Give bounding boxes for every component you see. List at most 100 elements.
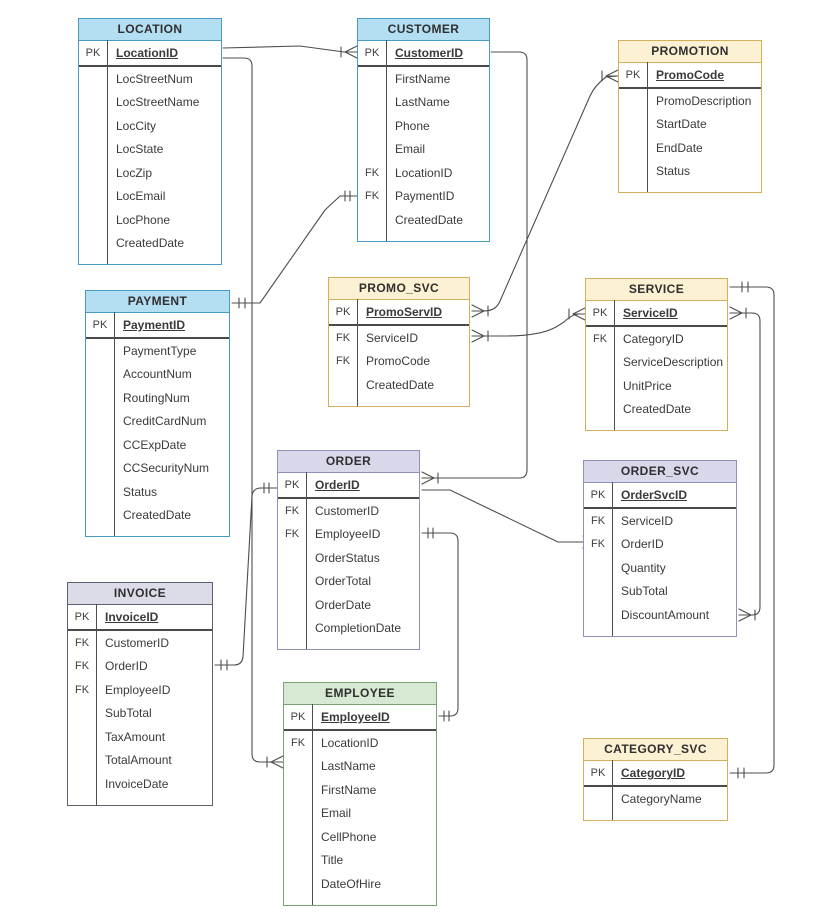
key-label: PK [85,47,101,59]
attribute-row: PK PromoCode [619,63,761,89]
attribute-row: OrderStatus [278,546,419,570]
attribute-name: CreatedDate [395,212,464,227]
key-label: PK [290,711,306,723]
attribute-name: CellPhone [321,829,377,844]
attribute-name: RoutingNum [123,390,190,405]
attribute-row: LocEmail [79,185,221,209]
attribute-name: ServiceID [623,306,678,320]
attribute-name: PromoCode [366,354,431,369]
attribute-name: LastName [395,95,450,110]
attribute-name: FirstName [321,782,377,797]
attribute-row: Quantity [584,556,736,580]
entity-title: LOCATION [79,19,221,41]
attribute-name: CreatedDate [116,236,185,251]
attribute-row: FK CategoryID [586,327,727,351]
attribute-row: CreatedDate [86,504,229,528]
attribute-row: CreditCardNum [86,410,229,434]
relationship-location-customer [222,45,358,59]
attribute-row: PaymentType [86,339,229,363]
attribute-name: InvoiceDate [105,776,169,791]
key-column-divider [612,760,613,820]
attribute-name: CategoryID [623,331,684,346]
attribute-name: PaymentID [395,189,455,204]
attribute-name: EmployeeID [105,682,171,697]
attribute-name: LocEmail [116,189,166,204]
attribute-name: StartDate [656,117,707,132]
attribute-row: CreatedDate [79,232,221,256]
attribute-name: LocationID [395,165,453,180]
attribute-row: CompletionDate [278,617,419,641]
key-label: FK [74,683,90,696]
attribute-name: Email [395,142,426,157]
key-label: FK [284,504,300,517]
attribute-row: UnitPrice [586,374,727,398]
attribute-row: DiscountAmount [584,603,736,627]
attribute-row: CreatedDate [329,373,469,397]
attribute-name: CreditCardNum [123,414,207,429]
attribute-name: LocState [116,142,164,157]
key-column-divider [96,604,97,805]
attribute-name: InvoiceID [105,610,159,624]
attribute-name: Title [321,853,344,868]
key-column-divider [312,704,313,905]
attribute-name: PromoCode [656,68,725,82]
attribute-name: CategoryName [621,791,702,806]
relationship-order-ordersvc [421,489,600,549]
key-label: FK [592,332,608,345]
attribute-row: Email [284,802,436,826]
attribute-name: LocCity [116,118,157,133]
attribute-row: TotalAmount [68,749,212,773]
attribute-name: Phone [395,118,430,133]
attribute-row: LocStreetNum [79,67,221,91]
key-column-divider [306,472,307,649]
attribute-name: CategoryID [621,766,686,780]
key-label: PK [625,69,641,81]
attribute-row: LocPhone [79,208,221,232]
attribute-row: AccountNum [86,363,229,387]
attribute-name: OrderSvcID [621,488,688,502]
attribute-name: OrderStatus [315,550,380,565]
attribute-name: TaxAmount [105,729,166,744]
attribute-name: SubTotal [621,584,668,599]
attribute-row: LastName [284,755,436,779]
entity-title: INVOICE [68,583,212,605]
relationship-location-employee [222,57,284,769]
key-label: FK [335,331,351,344]
entity-title: CATEGORY_SVC [584,739,727,761]
attribute-row: LastName [358,91,489,115]
attribute-row: ServiceDescription [586,351,727,375]
attribute-name: FirstName [395,71,451,86]
key-label: FK [590,538,606,551]
attribute-row: Status [86,480,229,504]
key-label: FK [364,190,380,203]
attribute-row: RoutingNum [86,386,229,410]
attribute-name: PromoServID [366,305,443,319]
key-label: FK [290,736,306,749]
attribute-name: CompletionDate [315,621,402,636]
entity-title: SERVICE [586,279,727,301]
key-label: FK [590,514,606,527]
